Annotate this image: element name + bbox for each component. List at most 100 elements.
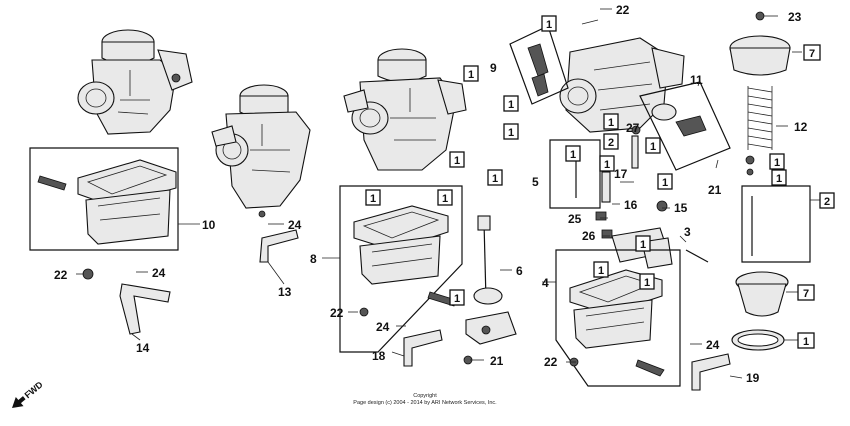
carburetor-assembly-2 [211,84,311,218]
callout-21-bottom: 21 [490,354,504,368]
boxed-callout-b7a: 7 [803,44,821,61]
svg-text:7: 7 [803,288,809,300]
svg-text:2: 2 [608,137,614,149]
callout-3: 3 [684,225,691,239]
diaphragm-cap-7 [735,271,789,317]
group-box-4 [555,249,681,387]
boxed-callout-b1f: 1 [603,113,619,130]
callout-24-mid: 24 [152,266,166,280]
boxed-callout-b7b: 7 [797,284,815,301]
svg-text:7: 7 [809,48,815,60]
svg-text:1: 1 [454,155,460,167]
boxed-callout-b2a: 2 [603,133,619,150]
boxed-callout-b2b: 2 [819,192,835,209]
insulator-3 [611,227,709,269]
callout-18: 18 [372,349,386,363]
boxed-callout-b1l: 1 [771,169,787,186]
callout-27: 27 [626,121,640,135]
callout-22-top: 22 [616,3,630,17]
group-box-11 [639,81,731,171]
copyright-line-2: Page design (c) 2004 - 2014 by ARI Netwo… [353,400,497,406]
svg-text:1: 1 [508,127,514,139]
hose-14 [119,283,171,335]
boxed-callout-b1s: 1 [797,332,815,349]
group-box-8 [339,185,463,353]
callout-16: 16 [624,198,638,212]
callout-24-right: 24 [706,338,720,352]
boxed-callout-b1k: 1 [769,153,785,170]
hose-13 [259,229,299,263]
callout-22-bottom: 22 [544,355,558,369]
o-ring-1 [731,329,785,351]
hose-19 [691,353,731,391]
boxed-callout-b1g: 1 [645,137,661,154]
callout-24-center: 24 [376,320,390,334]
svg-text:1: 1 [546,19,552,31]
group-box-5 [549,139,601,209]
svg-text:1: 1 [650,141,656,153]
svg-text:1: 1 [508,99,514,111]
svg-text:1: 1 [468,69,474,81]
svg-text:1: 1 [644,277,650,289]
carburetor-assembly-3 [343,48,467,171]
callout-6: 6 [516,264,523,278]
callout-23: 23 [788,10,802,24]
group-box-2 [741,185,811,263]
callout-17: 17 [614,167,628,181]
callout-26: 26 [582,229,596,243]
svg-text:1: 1 [492,173,498,185]
svg-text:1: 1 [570,149,576,161]
svg-text:1: 1 [803,336,809,348]
callout-10: 10 [202,218,216,232]
callout-22-center: 22 [330,306,344,320]
svg-text:1: 1 [640,239,646,251]
callout-19: 19 [746,371,760,385]
boxed-callout-b1n: 1 [437,189,453,206]
callout-11: 11 [690,73,703,87]
svg-text:1: 1 [442,193,448,205]
boxed-callout-b1t: 1 [503,123,519,140]
callout-4: 4 [542,276,549,290]
callout-14: 14 [136,341,150,355]
fwd-label: FWD [23,379,46,400]
boxed-callout-b1d: 1 [449,151,465,168]
callout-8: 8 [310,252,317,266]
diaphragm-assembly-6 [465,215,517,345]
svg-text:1: 1 [662,177,668,189]
boxed-callout-b1b: 1 [463,65,479,82]
top-cap-7 [729,11,791,76]
carburetor-assembly-4 [559,37,685,135]
callout-22-left: 22 [54,268,68,282]
boxed-callout-b1o: 1 [449,289,465,306]
group-box-9 [509,25,569,105]
svg-text:1: 1 [454,293,460,305]
svg-text:1: 1 [370,193,376,205]
callout-24-left: 24 [288,218,302,232]
float-bowl-10 [37,159,177,245]
svg-text:1: 1 [598,265,604,277]
boxed-callout-b1p: 1 [639,273,655,290]
boxed-callout-b1e: 1 [487,169,503,186]
callout-25: 25 [568,212,582,226]
svg-text:1: 1 [776,173,782,185]
forward-arrow-icon [12,396,26,408]
svg-text:1: 1 [774,157,780,169]
boxed-callout-b1q: 1 [593,261,609,278]
spring-12 [747,86,773,150]
leader-lines [76,8,820,379]
boxed-callout-b1j: 1 [657,173,673,190]
callout-9: 9 [490,61,497,75]
svg-text:2: 2 [824,196,830,208]
callout-21-right: 21 [708,183,722,197]
boxed-callout-b1a: 1 [541,15,557,32]
carburetor-assembly-1 [77,29,193,135]
boxed-callout-b1i: 1 [599,155,615,172]
boxed-callout-b1h: 1 [565,145,581,162]
svg-text:1: 1 [608,117,614,129]
callout-15: 15 [674,201,688,215]
copyright-line-1: Copyright [413,393,437,399]
hose-18 [403,329,443,367]
svg-text:1: 1 [604,159,610,171]
